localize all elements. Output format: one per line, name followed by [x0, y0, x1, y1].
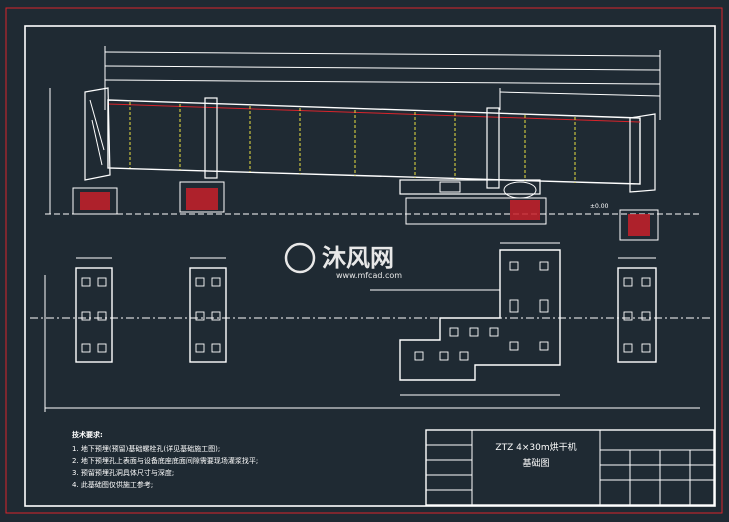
watermark-brand: 沐风网 [322, 244, 394, 272]
title-line-2: 基础图 [522, 457, 549, 469]
technical-notes: 技术要求: 1. 地下预埋(预留)基础螺栓孔(详见基础施工图); 2. 地下预埋… [72, 430, 258, 489]
note-item: 3. 预留预埋孔洞具体尺寸与深度; [72, 468, 174, 477]
title-line-1: ZTZ 4×30m烘干机 [495, 441, 576, 453]
plan-view [30, 242, 710, 412]
note-item: 1. 地下预埋(预留)基础螺栓孔(详见基础施工图); [72, 444, 220, 453]
note-item: 2. 地下预埋孔上表面与设备底座底面间隙需要现场灌浆找平; [72, 456, 258, 465]
foundation-hatches [80, 188, 650, 236]
elevation-mark: ±0.00 [590, 203, 609, 210]
watermark-logo-icon [284, 242, 316, 274]
notes-heading: 技术要求: [72, 430, 103, 439]
inner-frame [24, 25, 716, 507]
watermark-url: www.mfcad.com [336, 271, 402, 280]
title-block [425, 429, 715, 506]
elevation-view [45, 46, 700, 241]
note-item: 4. 此基础图仅供施工参考; [72, 480, 153, 489]
watermark: 沐风网 www.mfcad.com [284, 242, 402, 280]
outer-border [5, 7, 723, 514]
